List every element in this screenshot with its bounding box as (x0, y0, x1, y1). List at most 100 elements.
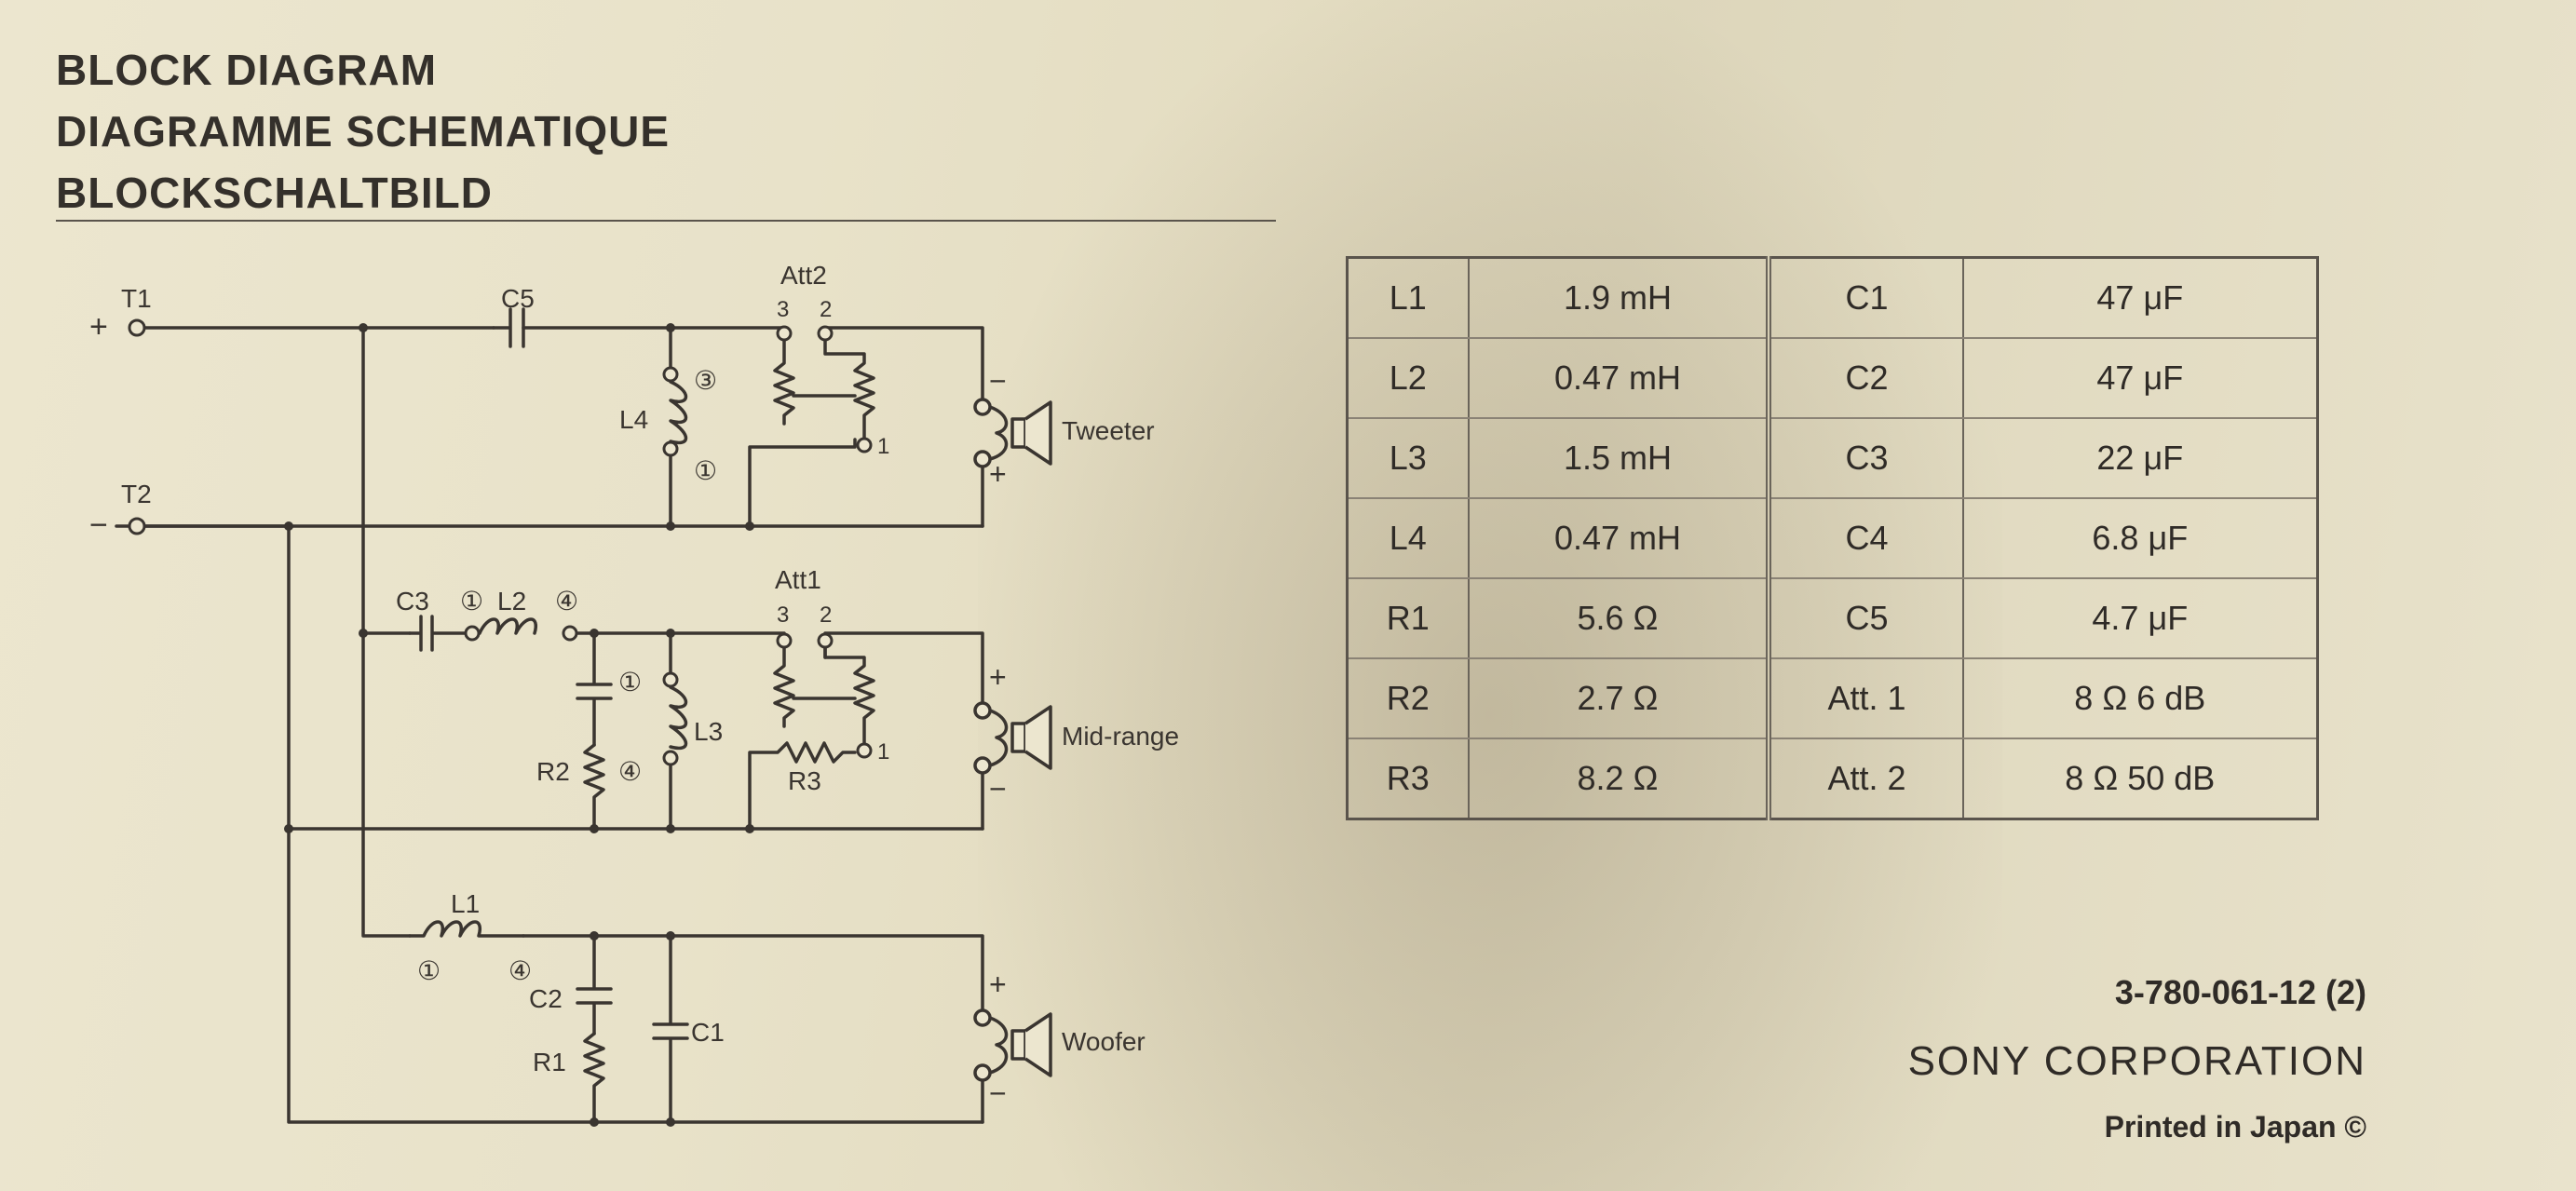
resistor-r2 (583, 743, 605, 831)
crossover-schematic: T1 + T2 − C5 L4 ③ ① Att2 3 2 1 − + Tweet… (89, 261, 1179, 1127)
tap-circle (662, 366, 679, 383)
print-notice: Printed in Japan © (2104, 1110, 2366, 1144)
cell-part2: C2 (1769, 338, 1964, 419)
table-row: L3 1.5 mH C3 22 μF (1347, 418, 2318, 499)
label-r1: R1 (533, 1048, 566, 1076)
label-tweeter-minus: − (989, 364, 1007, 398)
junction-dot (284, 521, 293, 531)
label-att2-pin3: 3 (777, 297, 789, 322)
wire-tweeter-plus (823, 326, 984, 402)
cell-value2: 22 μF (1962, 418, 2318, 499)
table-row: L1 1.9 mH C1 47 μF (1347, 257, 2318, 339)
label-l1-pin1: ① (417, 956, 441, 985)
cell-value2: 8 Ω 50 dB (2065, 759, 2216, 797)
label-att1: Att1 (775, 565, 821, 594)
label-att1-pin2: 2 (820, 602, 832, 628)
tap-circle (817, 632, 834, 649)
cell-part: R1 (1347, 578, 1470, 659)
capacitor-c4 (576, 631, 613, 747)
label-r2: R2 (536, 757, 570, 786)
junction-dot (590, 824, 599, 833)
component-values-table: L1 1.9 mH C1 47 μF L2 0.47 mH C2 47 μF L… (1346, 256, 2319, 820)
tap-circle (776, 325, 793, 342)
tap-circle (662, 440, 679, 457)
label-l1-pin4: ④ (508, 956, 532, 985)
capacitor-c1 (652, 934, 689, 1124)
label-tweeter: Tweeter (1062, 416, 1155, 445)
tap-circle (856, 742, 873, 759)
label-l2: L2 (497, 587, 526, 616)
junction-dot (590, 629, 599, 638)
cell-part: L4 (1347, 498, 1470, 579)
cell-value: 8.2 Ω (1468, 738, 1772, 819)
attenuator-att2 (773, 338, 875, 441)
tap-circle (817, 325, 834, 342)
junction-dot (666, 629, 675, 638)
cell-part2: C3 (1769, 418, 1964, 499)
label-c3: C3 (396, 587, 429, 616)
cell-value: 0.47 mH (1468, 498, 1772, 579)
title-underline (56, 220, 1276, 222)
cell-part2: Att. 1 (1769, 658, 1964, 739)
junction-dot (666, 824, 675, 833)
label-midrange-minus: − (989, 772, 1007, 805)
cell-value2: 47 μF (1962, 338, 2318, 419)
table-row: R3 8.2 Ω Att. 2 8 Ω 50 dB (1347, 738, 2318, 819)
cell-part2: C4 (1769, 498, 1964, 579)
corporation-name: SONY CORPORATION (1907, 1038, 2366, 1084)
inductor-l4 (669, 380, 688, 445)
title-english: BLOCK DIAGRAM (56, 46, 438, 94)
label-t1: T1 (121, 284, 152, 313)
midrange-speaker-icon (973, 701, 1052, 775)
tweeter-speaker-icon (973, 398, 1052, 468)
label-t1-sign: + (89, 309, 108, 345)
cell-value: 2.7 Ω (1468, 658, 1772, 739)
wire-midrange-plus (823, 631, 984, 705)
label-l3: L3 (694, 717, 723, 746)
junction-dot (284, 824, 293, 833)
label-l2-pin1: ① (460, 587, 483, 616)
table-row: R2 2.7 Ω Att. 1 8 Ω 6 dB (1347, 658, 2318, 739)
table-row: L2 0.47 mH C2 47 μF (1347, 338, 2318, 419)
junction-dot (590, 931, 599, 941)
cell-value2: 6.8 μF (1962, 498, 2318, 579)
label-t2: T2 (121, 480, 152, 508)
cell-value2: 4.7 μF (1962, 578, 2318, 659)
label-att1-pin3: 3 (777, 602, 789, 628)
wire-woofer-rail (522, 934, 984, 1012)
wire-woofer-feed (361, 631, 412, 938)
label-r3: R3 (788, 766, 821, 795)
label-l3-pin1: ① (618, 668, 642, 697)
junction-dot (590, 1117, 599, 1127)
junction-dot (359, 629, 368, 638)
cell-value: 5.6 Ω (1468, 578, 1772, 659)
tap-circle (662, 750, 679, 766)
cell-part2: Att. 2 (1769, 738, 1964, 819)
label-att2-pin1: 1 (877, 434, 889, 459)
label-att1-pin1: 1 (877, 739, 889, 765)
label-woofer-plus: + (989, 968, 1007, 1001)
resistor-r3 (748, 741, 857, 831)
label-c5: C5 (501, 284, 535, 313)
tap-circle (856, 437, 873, 453)
attenuator-att1 (773, 645, 875, 747)
label-l4: L4 (619, 405, 648, 434)
wire-t2-rail (142, 524, 984, 1124)
capacitor-c2 (576, 934, 613, 1035)
label-l1: L1 (451, 889, 480, 918)
label-l2-pin4: ④ (555, 587, 578, 616)
cell-part2: C5 (1769, 578, 1964, 659)
label-att2: Att2 (780, 261, 827, 290)
label-woofer-minus: − (989, 1076, 1007, 1110)
junction-dot (666, 521, 675, 531)
cell-value: 0.47 mH (1468, 338, 1772, 419)
junction-dot (666, 1117, 675, 1127)
label-c2: C2 (529, 984, 563, 1013)
inductor-l2 (478, 617, 538, 635)
label-att2-pin2: 2 (820, 297, 832, 322)
capacitor-c5 (492, 307, 525, 348)
junction-dot (666, 323, 675, 332)
cell-part: L3 (1347, 418, 1470, 499)
label-l4-pin1: ① (694, 456, 717, 485)
title-french: DIAGRAMME SCHEMATIQUE (56, 107, 671, 156)
